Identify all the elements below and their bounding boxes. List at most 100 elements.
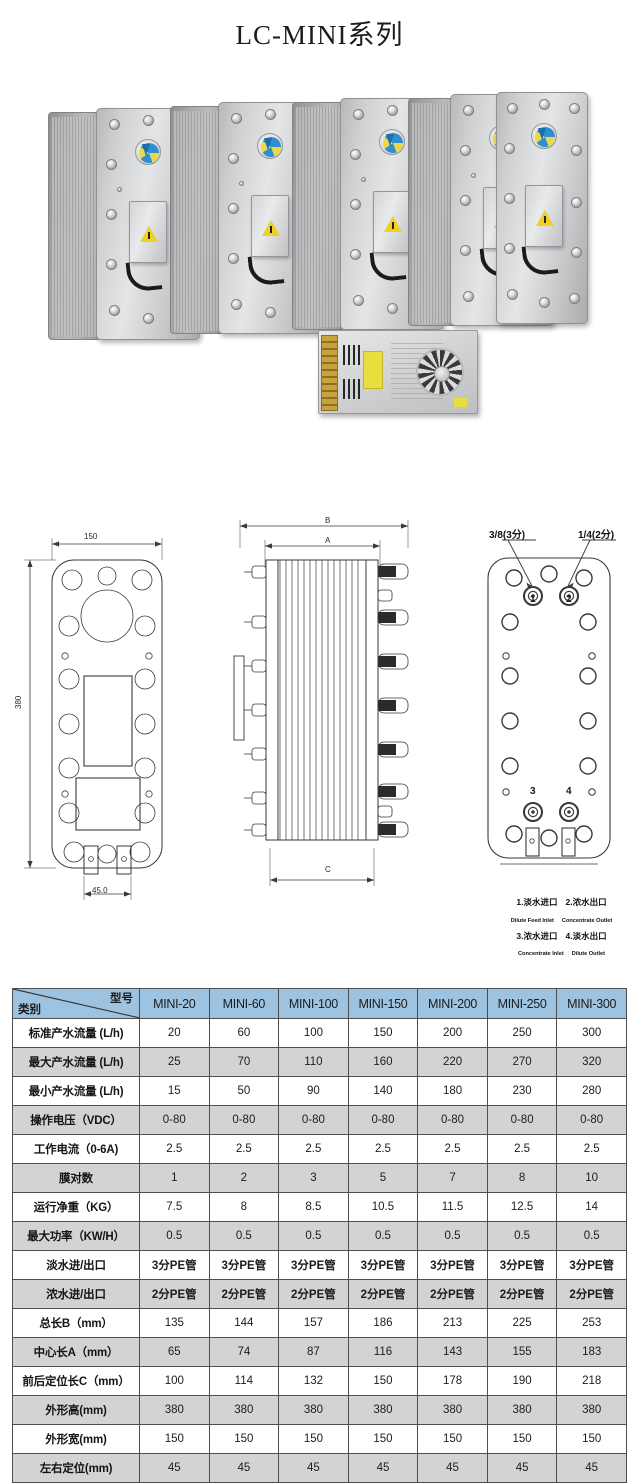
flow-indicator-label — [531, 123, 557, 149]
table-cell: 0-80 — [278, 1105, 349, 1135]
table-cell: 380 — [417, 1395, 488, 1425]
top-view-inner-dim: A — [325, 536, 331, 545]
bolt-icon — [350, 249, 361, 260]
bolt-icon — [507, 289, 518, 300]
technical-drawings: 150 380 45.0 — [0, 494, 639, 969]
table-cell: 50 — [208, 1076, 280, 1106]
legend-cn-4: 4.淡水出口 — [565, 930, 607, 941]
table-cell: 270 — [486, 1047, 558, 1077]
bolt-icon — [231, 299, 242, 310]
table-cell: 190 — [486, 1366, 558, 1396]
row-label: 外形宽(mm) — [12, 1424, 140, 1454]
table-cell: 220 — [417, 1047, 488, 1077]
table-cell: 150 — [347, 1018, 419, 1048]
bolt-icon — [350, 149, 361, 160]
front-view-bottom-dim: 45.0 — [92, 886, 108, 895]
table-cell: 2分PE管 — [486, 1279, 558, 1309]
table-cell: 0.5 — [278, 1221, 349, 1251]
bolt-icon — [571, 247, 582, 258]
warning-triangle-icon — [536, 210, 554, 226]
corner-category-label: 类别 — [18, 1004, 41, 1016]
bolt-icon — [228, 203, 239, 214]
table-cell: 3分PE管 — [347, 1250, 419, 1280]
table-cell: 380 — [556, 1395, 627, 1425]
edi-module-stack-photo — [40, 82, 600, 452]
table-cell: 45 — [278, 1453, 349, 1483]
column-header-mini-20: MINI-20 — [139, 988, 210, 1019]
table-cell: 250 — [486, 1018, 558, 1048]
table-cell: 150 — [347, 1424, 419, 1454]
warning-triangle-icon — [384, 216, 402, 232]
table-cell: 225 — [486, 1308, 558, 1338]
row-label: 操作电压（VDC） — [12, 1105, 140, 1135]
plate-fins — [295, 107, 345, 327]
column-header-mini-200: MINI-200 — [417, 988, 488, 1019]
table-cell: 150 — [347, 1366, 419, 1396]
bolt-icon — [353, 295, 364, 306]
row-label: 前后定位长C（mm） — [12, 1366, 140, 1396]
table-cell: 2.5 — [486, 1134, 558, 1164]
table-cell: 5 — [347, 1163, 419, 1193]
table-cell: 2分PE管 — [347, 1279, 419, 1309]
table-cell: 2.5 — [417, 1134, 488, 1164]
bolt-icon — [471, 173, 476, 178]
table-cell: 70 — [208, 1047, 280, 1077]
legend-en-1: Dilute Feed Inlet — [510, 917, 554, 924]
power-cable — [521, 243, 559, 277]
edi-module-body — [48, 112, 102, 340]
row-label: 工作电流（0-6A) — [12, 1134, 140, 1164]
power-cable — [369, 249, 407, 283]
flow-arrow-icon — [142, 144, 150, 156]
bolt-icon — [539, 297, 550, 308]
table-cell: 12.5 — [486, 1192, 558, 1222]
table-cell: 150 — [486, 1424, 558, 1454]
row-label: 标准产水流量 (L/h) — [12, 1018, 140, 1048]
bolt-icon — [143, 313, 154, 324]
fan-grille-icon — [416, 348, 464, 396]
table-cell: 157 — [278, 1308, 349, 1338]
bolt-icon — [504, 143, 515, 154]
table-cell: 3 — [278, 1163, 349, 1193]
table-cell: 144 — [208, 1308, 280, 1338]
table-cell: 45 — [347, 1453, 419, 1483]
table-cell: 253 — [556, 1308, 627, 1338]
table-cell: 3分PE管 — [278, 1250, 349, 1280]
row-label: 运行净重（KG） — [12, 1192, 140, 1222]
table-cell: 0.5 — [208, 1221, 280, 1251]
terminal-block — [321, 335, 338, 411]
bolt-icon — [109, 305, 120, 316]
table-cell: 3分PE管 — [208, 1250, 280, 1280]
product-photo — [0, 64, 639, 494]
table-cell: 14 — [556, 1192, 627, 1222]
table-cell: 11.5 — [417, 1192, 488, 1222]
table-cell: 1 — [139, 1163, 210, 1193]
table-cell: 2分PE管 — [139, 1279, 210, 1309]
table-cell: 45 — [139, 1453, 210, 1483]
table-cell: 0.5 — [556, 1221, 627, 1251]
column-header-mini-300: MINI-300 — [556, 988, 627, 1019]
table-cell: 183 — [556, 1337, 627, 1367]
table-cell: 0-80 — [208, 1105, 280, 1135]
bolt-icon — [460, 245, 471, 256]
table-cell: 7 — [417, 1163, 488, 1193]
top-view-outer-dim: B — [325, 516, 331, 525]
legend-cn-1: 1.淡水进口 — [516, 897, 558, 907]
row-label: 最小产水流量 (L/h) — [12, 1076, 140, 1106]
warning-triangle-icon — [140, 226, 158, 242]
table-cell: 10 — [556, 1163, 627, 1193]
row-label: 膜对数 — [12, 1163, 140, 1193]
table-cell: 155 — [486, 1337, 558, 1367]
page-title: LC-MINI系列 — [235, 19, 404, 50]
table-cell: 380 — [347, 1395, 419, 1425]
